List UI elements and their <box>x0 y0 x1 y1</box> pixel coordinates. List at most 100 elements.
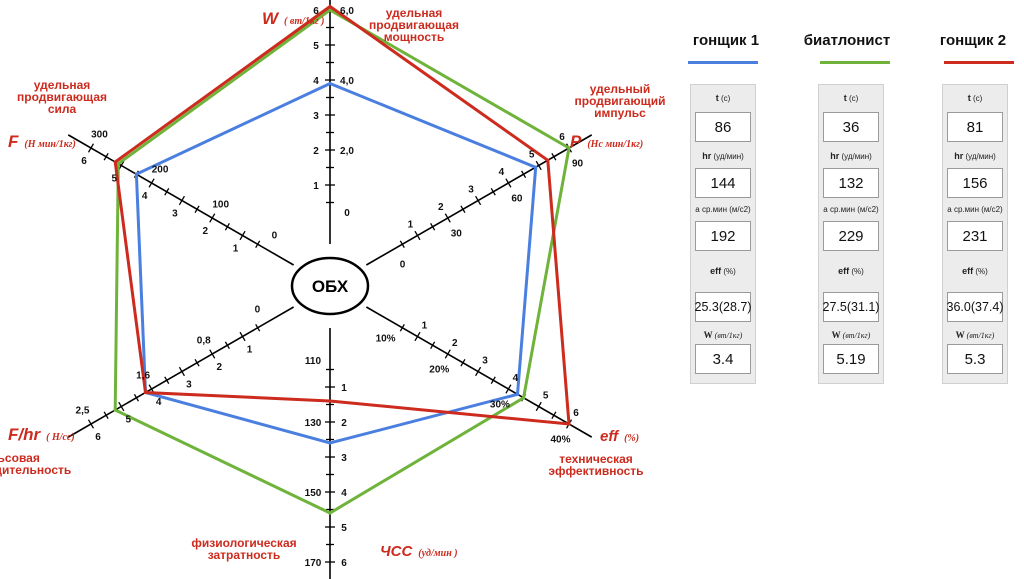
center-label: ОБХ <box>312 277 349 296</box>
axis-num-label: 5 <box>341 523 347 534</box>
axis-tick <box>103 411 109 420</box>
series-point <box>328 82 332 85</box>
axis-num-label: 5 <box>529 149 535 160</box>
axis-description: мощность <box>384 30 445 44</box>
eff-label: eff (%) <box>962 266 988 276</box>
axis-tick <box>239 230 246 241</box>
axis-tick <box>399 323 405 332</box>
axis-num-label: 1 <box>247 345 253 356</box>
axis-line-eff <box>365 306 593 438</box>
hr-value[interactable]: 156 <box>947 168 1003 198</box>
axis-num-label: 2 <box>313 146 319 157</box>
axis-scale-label: 110 <box>305 356 322 367</box>
t-value[interactable]: 86 <box>695 112 751 142</box>
w-value[interactable]: 5.3 <box>947 344 1003 374</box>
axis-description: техническая <box>559 452 633 466</box>
t-label: t (с) <box>967 93 983 103</box>
axis-scale-label: 6,0 <box>340 6 354 17</box>
axis-tick <box>430 222 436 231</box>
axis-num-label: 6 <box>313 6 319 17</box>
column-title: гонщик 2 <box>939 32 1007 49</box>
series-point <box>328 399 332 403</box>
axis-tick <box>414 331 421 342</box>
w-value[interactable]: 5.19 <box>823 344 879 374</box>
axis-tick <box>551 152 557 161</box>
axis-tick <box>460 358 466 367</box>
series-polygon-3 <box>113 4 571 426</box>
axis-name-eff: eff(%) <box>600 428 639 445</box>
axis-tick <box>118 401 125 412</box>
axis-num-label: 4 <box>313 76 319 87</box>
axis-tick <box>87 419 95 429</box>
axis-tick <box>224 222 230 231</box>
axis-tick <box>490 376 496 385</box>
series-layer <box>113 4 571 515</box>
axis-tick <box>164 376 170 385</box>
axis-tick <box>194 205 200 214</box>
axis-num-label: 2 <box>216 362 222 373</box>
eff-value[interactable]: 27.5(31.1) <box>823 292 880 322</box>
axis-num-label: 4 <box>142 191 148 202</box>
w-value[interactable]: 3.4 <box>695 344 751 374</box>
series-point <box>134 172 138 176</box>
axis-tick <box>209 349 216 359</box>
axis-tick <box>551 411 557 420</box>
axis-description: сила <box>48 102 77 116</box>
t-value[interactable]: 81 <box>947 112 1003 142</box>
w-label: W (вт/1кг) <box>703 330 743 340</box>
axis-num-label: 6 <box>559 132 565 143</box>
axis-name-P: P(Нс мин/1кг) <box>570 132 643 151</box>
series-point <box>113 160 117 164</box>
axis-scale-label: 0 <box>400 260 406 271</box>
axis-line-P <box>365 134 593 266</box>
axis-num-label: 5 <box>126 415 132 426</box>
axis-tick <box>475 195 482 206</box>
eff-value[interactable]: 25.3(28.7) <box>695 292 752 322</box>
eff-value[interactable]: 36.0(37.4) <box>947 292 1004 322</box>
w-label: W (вт/1кг) <box>955 330 995 340</box>
axis-num-label: 6 <box>81 156 87 167</box>
axis-scale-label: 20% <box>429 365 449 376</box>
axis-tick <box>460 205 466 214</box>
axis-scale-label: 150 <box>305 488 322 499</box>
hr-value[interactable]: 132 <box>823 168 879 198</box>
axis-tick <box>520 170 527 179</box>
w-label: W (вт/1кг) <box>831 330 871 340</box>
axis-tick <box>490 187 496 196</box>
axis-scale-label: 0 <box>255 304 261 315</box>
axis-num-label: 1 <box>233 244 239 255</box>
axis-num-label: 6 <box>95 432 101 443</box>
axis-num-label: 2 <box>341 418 347 429</box>
axis-tick <box>178 366 185 377</box>
axis-description: эффективность <box>548 464 643 478</box>
column-title: биатлонист <box>803 32 891 49</box>
series-point <box>534 165 538 169</box>
a-value[interactable]: 192 <box>695 221 751 251</box>
axis-scale-label: 170 <box>305 558 322 569</box>
t-label: t (с) <box>715 93 731 103</box>
data-panel: t (с) 81 hr (уд/мин) 156 а ср.мин (м/с2)… <box>942 84 1008 384</box>
t-value[interactable]: 36 <box>823 112 879 142</box>
axis-num-label: 1 <box>313 181 319 192</box>
axis-tick <box>255 240 261 249</box>
axis-name-W: W( вт/1кг ) <box>262 9 325 28</box>
series-point <box>515 392 519 396</box>
axis-tick <box>399 240 405 249</box>
legend-line <box>688 61 758 64</box>
axis-scale-label: 2,5 <box>76 405 90 416</box>
series-point <box>328 8 332 12</box>
axis-scale-label: 4,0 <box>340 76 354 87</box>
a-value[interactable]: 229 <box>823 221 879 251</box>
series-point <box>113 408 117 412</box>
axis-description: продвигающая <box>369 18 459 32</box>
axis-scale-label: 30% <box>490 400 510 411</box>
axis-scale-label: 60 <box>511 194 523 205</box>
a-value[interactable]: 231 <box>947 221 1003 251</box>
axis-tick <box>535 160 542 171</box>
axis-name-F: F(Н мин/1кг) <box>8 132 76 151</box>
axis-description: продвигающий <box>575 94 666 108</box>
axis-num-label: 6 <box>341 558 347 569</box>
hr-value[interactable]: 144 <box>695 168 751 198</box>
